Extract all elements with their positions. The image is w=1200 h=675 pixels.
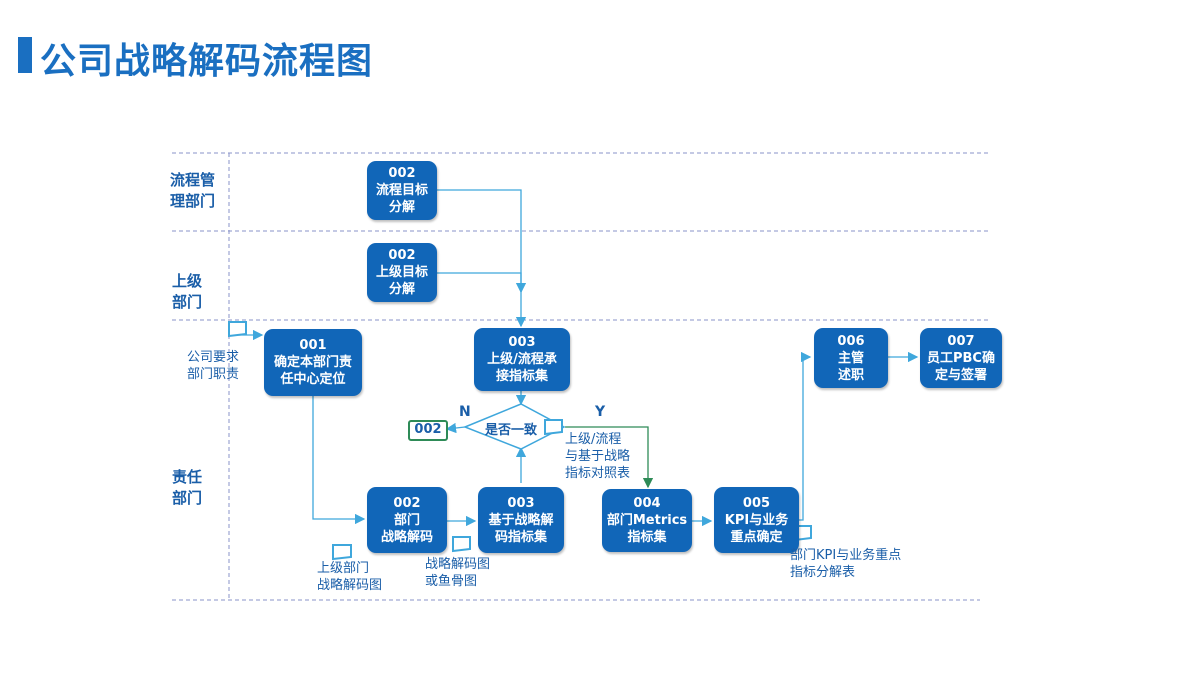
step-code: 003	[508, 335, 536, 350]
document-icon	[332, 544, 352, 561]
document-icon	[544, 419, 563, 436]
step-label: KPI与业务 重点确定	[724, 512, 789, 545]
step-box-006[interactable]: 006 主管 述职	[814, 328, 888, 388]
step-label: 确定本部门责 任中心定位	[273, 355, 352, 387]
note-company-requirement: 公司要求 部门职责	[187, 350, 240, 382]
step-label: 上级/流程承 接指标集	[487, 352, 557, 384]
step-box-005[interactable]: 005 KPI与业务 重点确定	[714, 487, 799, 553]
step-box-002-upper-goal[interactable]: 002 上级目标 分解	[367, 243, 437, 302]
step-box-004[interactable]: 004 部门Metrics 指标集	[602, 489, 692, 552]
ref-box-002[interactable]: 002	[408, 420, 448, 441]
step-box-002-dept-decoding[interactable]: 002 部门 战略解码	[367, 487, 447, 553]
lane-label-process-dept: 流程管 理部门	[170, 171, 216, 210]
note-fishbone: 战略解码图 或鱼骨图	[425, 557, 491, 589]
page-title: 公司战略解码流程图	[40, 41, 374, 82]
note-upper-dept-decoding: 上级部门 战略解码图	[317, 561, 383, 593]
step-box-003-upper-metrics[interactable]: 003 上级/流程承 接指标集	[474, 328, 570, 391]
step-code: 002	[388, 166, 416, 181]
step-label: 流程目标 分解	[375, 183, 428, 215]
document-icon	[228, 321, 247, 338]
step-code: 007	[947, 333, 975, 349]
decision-yes-label: Y	[595, 404, 606, 420]
decision-label: 是否一致	[485, 423, 538, 438]
step-code: 005	[742, 495, 771, 511]
note-kpi-table: 部门KPI与业务重点 指标分解表	[790, 548, 902, 580]
step-label: 部门 战略解码	[380, 512, 433, 545]
lane-label-responsible-dept: 责任 部门	[172, 468, 203, 507]
step-code: 002	[393, 495, 421, 511]
step-label: 部门Metrics 指标集	[606, 513, 688, 545]
step-box-001[interactable]: 001 确定本部门责 任中心定位	[264, 329, 362, 396]
step-box-007[interactable]: 007 员工PBC确 定与签署	[920, 328, 1002, 388]
lane-label-upper-dept: 上级 部门	[172, 272, 203, 311]
decision-diamond	[462, 403, 566, 450]
step-code: 002	[388, 248, 416, 263]
step-code: 003	[507, 495, 535, 511]
document-icons	[228, 321, 812, 561]
step-label: 员工PBC确 定与签署	[927, 350, 995, 383]
step-code: 004	[633, 496, 661, 511]
step-box-002-process-goal[interactable]: 002 流程目标 分解	[367, 161, 437, 220]
step-box-003-decoding-metrics[interactable]: 003 基于战略解 码指标集	[478, 487, 564, 553]
note-upper-flow-table: 上级/流程 与基于战略 指标对照表	[565, 432, 631, 481]
title-accent-bar	[18, 37, 32, 73]
step-label: 上级目标 分解	[375, 265, 428, 297]
step-code: 001	[299, 338, 327, 353]
document-icon	[452, 536, 471, 553]
step-label: 基于战略解 码指标集	[488, 512, 554, 545]
lane-dividers	[172, 152, 988, 601]
step-code: 006	[837, 333, 865, 349]
decision-no-label: N	[459, 404, 471, 420]
step-label: 主管 述职	[837, 350, 864, 383]
